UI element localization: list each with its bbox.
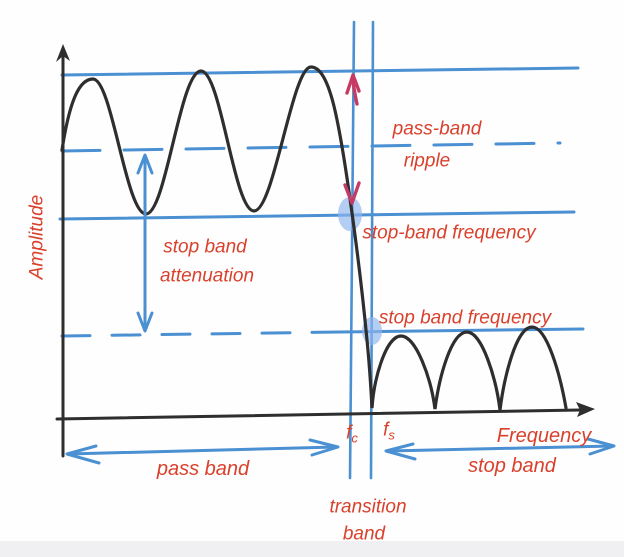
x-axis-arrowhead-icon [576,402,595,417]
upper-crossing-highlight-blob [338,197,362,231]
passband-min-line [58,210,576,221]
x-axis-label: Frequency [496,425,592,447]
passband-arrow-line [66,445,338,456]
crimson-down-arrowhead-icon [343,181,361,205]
stopband-arrow-left-icon [384,442,417,461]
passband-span-label: pass band [156,458,250,480]
stopband-span-label: stop band [468,455,556,477]
stopband-arrow-line [386,444,614,453]
crimson-up-arrowhead-icon [345,73,361,95]
stopband-attenuation-label-line2: attenuation [159,265,255,287]
ripple-mean-dashed-line [60,141,562,153]
transition-band-label-line2: band [342,523,386,545]
fs-vertical-line [369,20,375,480]
filter-response-curve [60,65,568,411]
passband-arrow-right-icon [308,438,340,457]
fc-base: f [346,422,352,444]
bottom-strip [0,541,624,557]
fc-subscript: c [351,430,358,446]
crimson-marks [343,73,361,205]
stopband-arrow-right-icon [586,437,616,456]
y-axis-label: Amplitude [26,194,48,280]
passband-arrow-left-icon [65,444,101,465]
fc-vertical-line [348,20,356,480]
passband-ripple-label-line1: pass-band [392,118,482,140]
measurement-arrows [65,153,616,465]
stopband-level-dashed-line [60,330,342,338]
fc-tick-label: fc [346,424,358,445]
lower-crossing-label: stop band frequency [378,307,552,329]
passband-ripple-label-line2: ripple [403,150,451,172]
transition-band-label-line1: transition [329,496,407,518]
fs-subscript: s [388,427,395,443]
attenuation-arrow-down-icon [136,311,154,333]
upper-crossing-label: stop-band frequency [362,222,536,244]
fs-tick-label: fs [383,421,395,442]
y-axis-arrowhead-icon [56,44,70,62]
attenuation-arrow-up-icon [136,153,154,175]
fs-base: f [383,419,389,441]
x-axis [55,408,582,421]
stopband-attenuation-label-line1: stop band [163,236,247,258]
axes [55,54,582,458]
guide-lines [58,66,585,338]
